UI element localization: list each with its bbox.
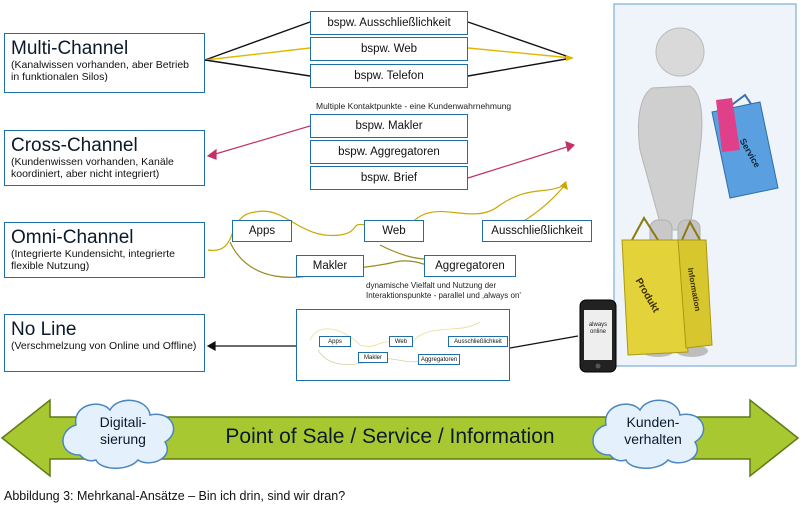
approach-title: Omni-Channel [11, 227, 134, 248]
channel-box-exclusivity: bspw. Ausschließlichkeit [310, 11, 468, 35]
right-cloud-icon [592, 399, 705, 469]
arrow-label: Point of Sale / Service / Information [225, 425, 555, 448]
left-cloud-label: Digitali- sierung [99, 414, 147, 447]
no-line-connectors [206, 335, 579, 352]
cross-channel-note: Multiple Kontaktpunkte - eine Kundenwahr… [316, 101, 512, 111]
approach-description: (Kanalwissen vorhanden, aber Betrieb in … [11, 59, 190, 83]
service-bag-icon [711, 93, 779, 199]
channel-box-phone: bspw. Telefon [310, 64, 468, 88]
mini-box-web: Web [389, 336, 413, 347]
omni-box-broker: Makler [296, 255, 364, 277]
omni-channel-note: dynamische Vielfalt und Nutzung der Inte… [366, 281, 521, 300]
mini-box-aggregators: Aggregatoren [418, 354, 460, 365]
double-arrow [0, 398, 800, 478]
omni-box-apps: Apps [232, 220, 292, 242]
produkt-bag-icon [621, 216, 689, 356]
approach-omni-channel: Omni-Channel (Integrierte Kundensicht, i… [4, 222, 205, 278]
multi-channel-connectors [204, 21, 574, 77]
channel-box-broker: bspw. Makler [310, 114, 468, 138]
channel-box-aggregators: bspw. Aggregatoren [310, 140, 468, 164]
information-bag-icon [677, 219, 713, 349]
approach-title: Multi-Channel [11, 38, 129, 59]
approach-description: (Integrierte Kundensicht, integrierte fl… [11, 248, 176, 272]
approach-title: Cross-Channel [11, 135, 138, 156]
approach-title: No Line [11, 319, 77, 340]
approach-description: (Verschmelzung von Online und Offline) [11, 340, 197, 352]
smartphone-icon [579, 299, 617, 373]
mini-box-apps: Apps [319, 336, 351, 347]
mini-box-broker: Makler [358, 352, 388, 363]
approach-description: (Kundenwissen vorhanden, Kanäle koordini… [11, 156, 174, 180]
mini-box-exclusivity: Ausschließlichkeit [448, 336, 508, 347]
channel-box-web: bspw. Web [310, 37, 468, 61]
omni-box-exclusivity: Ausschließlichkeit [482, 220, 592, 242]
omni-box-aggregators: Aggregatoren [424, 255, 516, 277]
approach-multi-channel: Multi-Channel (Kanalwissen vorhanden, ab… [4, 33, 205, 93]
left-cloud-icon [62, 399, 175, 469]
cross-channel-connectors [206, 125, 576, 179]
approach-cross-channel: Cross-Channel (Kundenwissen vorhanden, K… [4, 130, 205, 186]
channel-box-letter: bspw. Brief [310, 166, 468, 190]
approach-no-line: No Line (Verschmelzung von Online und Of… [4, 314, 205, 372]
omni-box-web: Web [364, 220, 424, 242]
figure-caption: Abbildung 3: Mehrkanal-Ansätze – Bin ich… [4, 489, 346, 503]
phone-screen-text: always online [588, 322, 608, 335]
right-cloud-label: Kunden- verhalten [624, 414, 682, 447]
